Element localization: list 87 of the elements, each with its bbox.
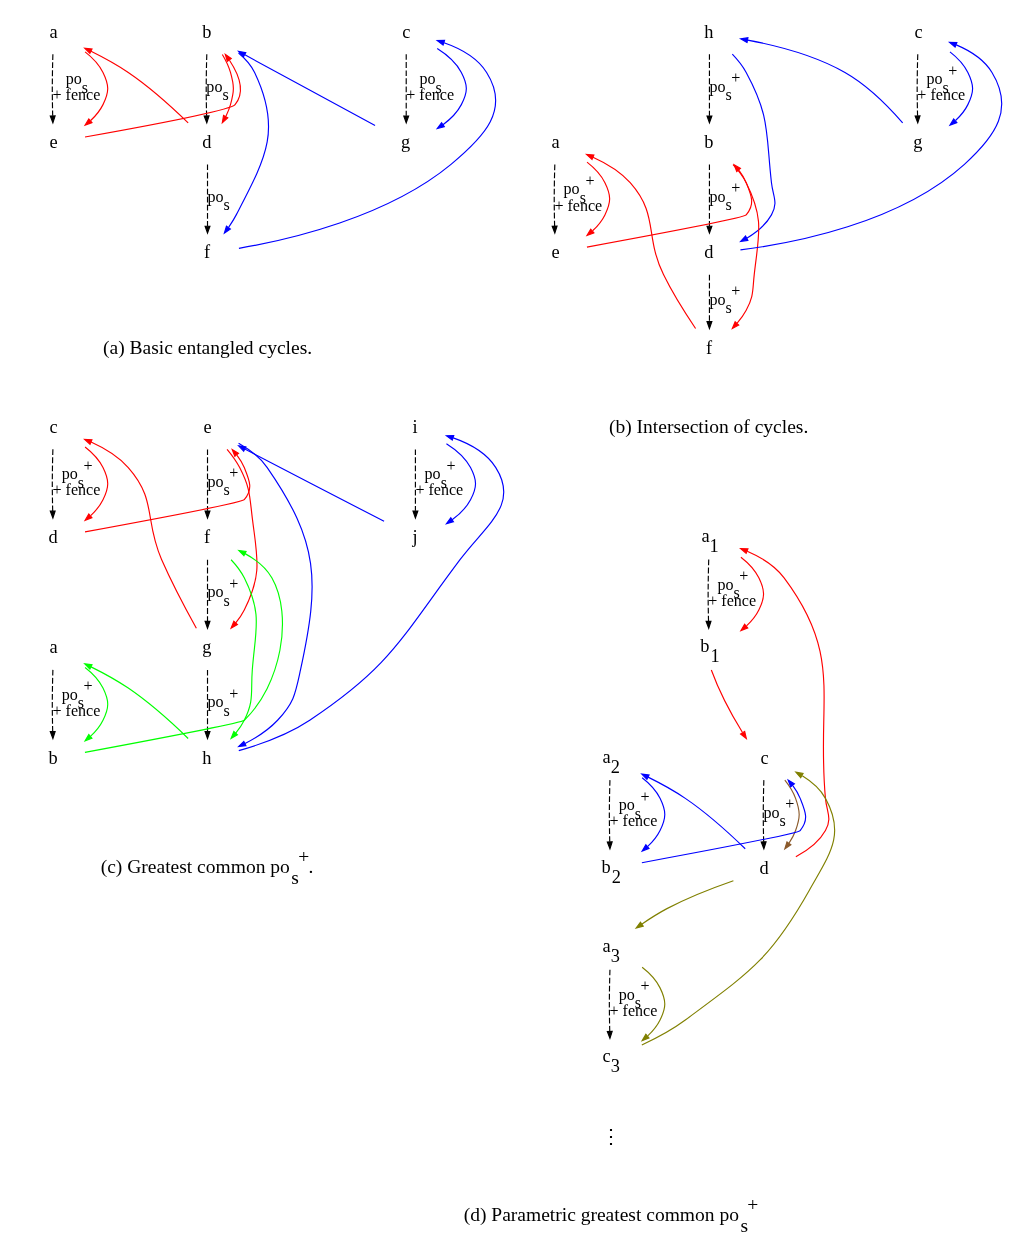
arrow [83, 549, 283, 753]
arrow [236, 442, 313, 748]
arrow [739, 41, 1002, 251]
arrow [83, 666, 108, 742]
arrow [435, 47, 467, 130]
label: (a) Basic entangled cycles. [102, 336, 312, 358]
arrow [639, 773, 746, 850]
arrow [705, 274, 713, 331]
arrow [640, 778, 806, 864]
arrow [83, 446, 108, 522]
arrow [82, 438, 197, 629]
arrow [640, 966, 665, 1042]
label: (b) Intersection of cycles. [608, 416, 808, 438]
arrow [237, 434, 504, 752]
arrow [444, 443, 476, 525]
arrow [48, 448, 56, 520]
node-text: g [400, 132, 410, 153]
arrow [913, 53, 921, 125]
node-text: h [703, 21, 713, 42]
label: ⋮ [600, 1126, 621, 1148]
arrow [411, 448, 419, 520]
arrow [634, 880, 734, 930]
node-text: d [201, 132, 212, 153]
node-text: c [49, 416, 58, 437]
arrow [83, 448, 250, 533]
node-text: g [912, 132, 922, 153]
arrow [738, 547, 829, 858]
node-text: f [705, 337, 712, 358]
arrow [731, 53, 775, 243]
node-text: b [47, 747, 58, 768]
arrow [704, 559, 712, 630]
arrow [203, 669, 211, 741]
arrow [550, 163, 558, 235]
node-text: a [49, 637, 58, 658]
arrow [640, 771, 835, 1046]
arrow [229, 559, 257, 740]
node-text: c [401, 21, 410, 42]
arrow [202, 53, 210, 125]
arrow [948, 51, 973, 127]
arrow [203, 559, 211, 630]
node-text: d [47, 527, 58, 548]
arrow [236, 50, 376, 127]
node-text: b [703, 132, 713, 153]
node-text: e [202, 416, 212, 437]
arrow [236, 445, 385, 522]
node-text: f [203, 527, 210, 548]
arrow [83, 52, 241, 138]
arrow [738, 37, 903, 124]
arrow [222, 52, 269, 235]
arrow [739, 556, 764, 632]
arrow [585, 161, 610, 237]
node-text: e [49, 132, 58, 153]
arrow [203, 448, 211, 520]
arrow [606, 969, 613, 1040]
node-text: c [760, 747, 769, 768]
arrow [710, 669, 747, 740]
arrow [48, 669, 56, 741]
arrow [705, 164, 713, 235]
arrow [640, 777, 665, 853]
arrow [48, 53, 56, 125]
arrow [221, 53, 234, 125]
arrow [203, 164, 211, 235]
node-text: h [201, 747, 212, 768]
arrow [82, 663, 189, 740]
arrow [783, 779, 800, 851]
node-text: f [203, 242, 210, 263]
arrow [237, 39, 496, 249]
arrow [226, 448, 258, 630]
arrow [402, 53, 409, 125]
arrow [585, 163, 752, 248]
node-text: d [703, 242, 713, 263]
arrow [759, 779, 767, 851]
node-text: b [201, 21, 212, 42]
node-text: j [412, 527, 418, 548]
node-text: a [49, 21, 58, 42]
arrow [83, 51, 108, 127]
node-text: e [551, 242, 560, 263]
arrow [606, 779, 613, 851]
node-text: i [412, 416, 418, 437]
arrow [730, 164, 759, 330]
arrow [584, 153, 696, 330]
node-text: c [913, 21, 923, 42]
node-text: a [551, 132, 560, 153]
arrow [705, 53, 713, 125]
node-text: g [201, 637, 212, 658]
node-text: d [758, 857, 769, 878]
arrow [82, 47, 189, 124]
